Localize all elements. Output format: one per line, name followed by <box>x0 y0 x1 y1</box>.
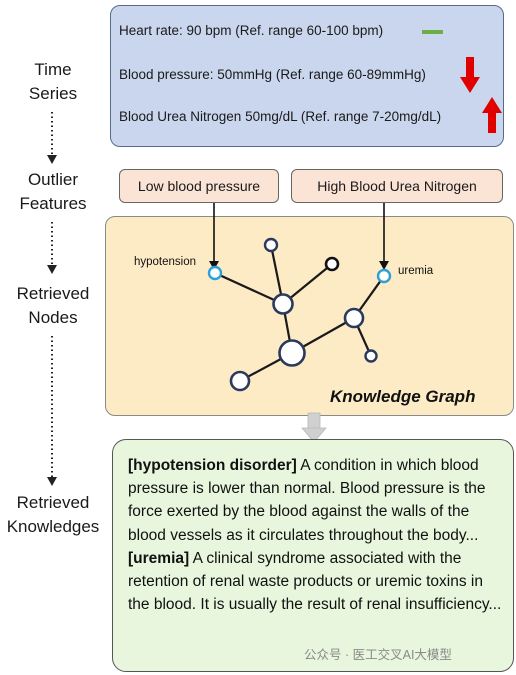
watermark: 公众号 · 医工交叉AI大模型 <box>304 648 452 662</box>
bun-reading: Blood Urea Nitrogen 50mg/dL (Ref. range … <box>119 109 442 124</box>
term-uremia: [uremia] <box>128 549 190 567</box>
outlier-high-bun: High Blood Urea Nitrogen <box>291 169 503 203</box>
heart-rate-reading: Heart rate: 90 bpm (Ref. range 60-100 bp… <box>119 23 384 38</box>
stage-label-time-series: Time Series <box>28 60 78 103</box>
normal-indicator-icon <box>422 30 443 34</box>
node-label-uremia: uremia <box>398 265 434 277</box>
outlier-low-blood-pressure: Low blood pressure <box>119 169 279 203</box>
knowledge-uremia: [uremia] A clinical syndrome associated … <box>128 547 503 617</box>
arrow-up-icon <box>482 97 502 133</box>
knowledge-graph-box <box>105 216 514 416</box>
stage-arrow-2 <box>47 222 57 274</box>
term-hypotension: [hypotension disorder] <box>128 457 297 474</box>
stage-arrow-3 <box>47 336 57 486</box>
stage-label-outlier-features: Outlier Features <box>19 170 87 213</box>
definition-hypotension: A condition in which blood pressure is l… <box>128 457 486 544</box>
knowledge-graph-title: Knowledge Graph <box>330 387 476 406</box>
definition-uremia: A clinical syndrome associated with the … <box>128 549 502 614</box>
stage-label-retrieved-knowledges: Retrieved Knowledges <box>6 493 100 536</box>
stage-arrow-1 <box>47 112 57 164</box>
knowledge-hypotension: [hypotension disorder] A condition in wh… <box>128 454 503 547</box>
stage-label-retrieved-nodes: Retrieved Nodes <box>16 284 90 327</box>
time-series-box: Heart rate: 90 bpm (Ref. range 60-100 bp… <box>110 5 504 147</box>
blood-pressure-reading: Blood pressure: 50mmHg (Ref. range 60-89… <box>119 67 426 82</box>
retrieved-knowledge-box: [hypotension disorder] A condition in wh… <box>112 439 514 672</box>
block-arrow-down-icon <box>301 412 327 443</box>
node-label-hypotension: hypotension <box>134 256 197 268</box>
arrow-down-icon <box>460 57 480 93</box>
